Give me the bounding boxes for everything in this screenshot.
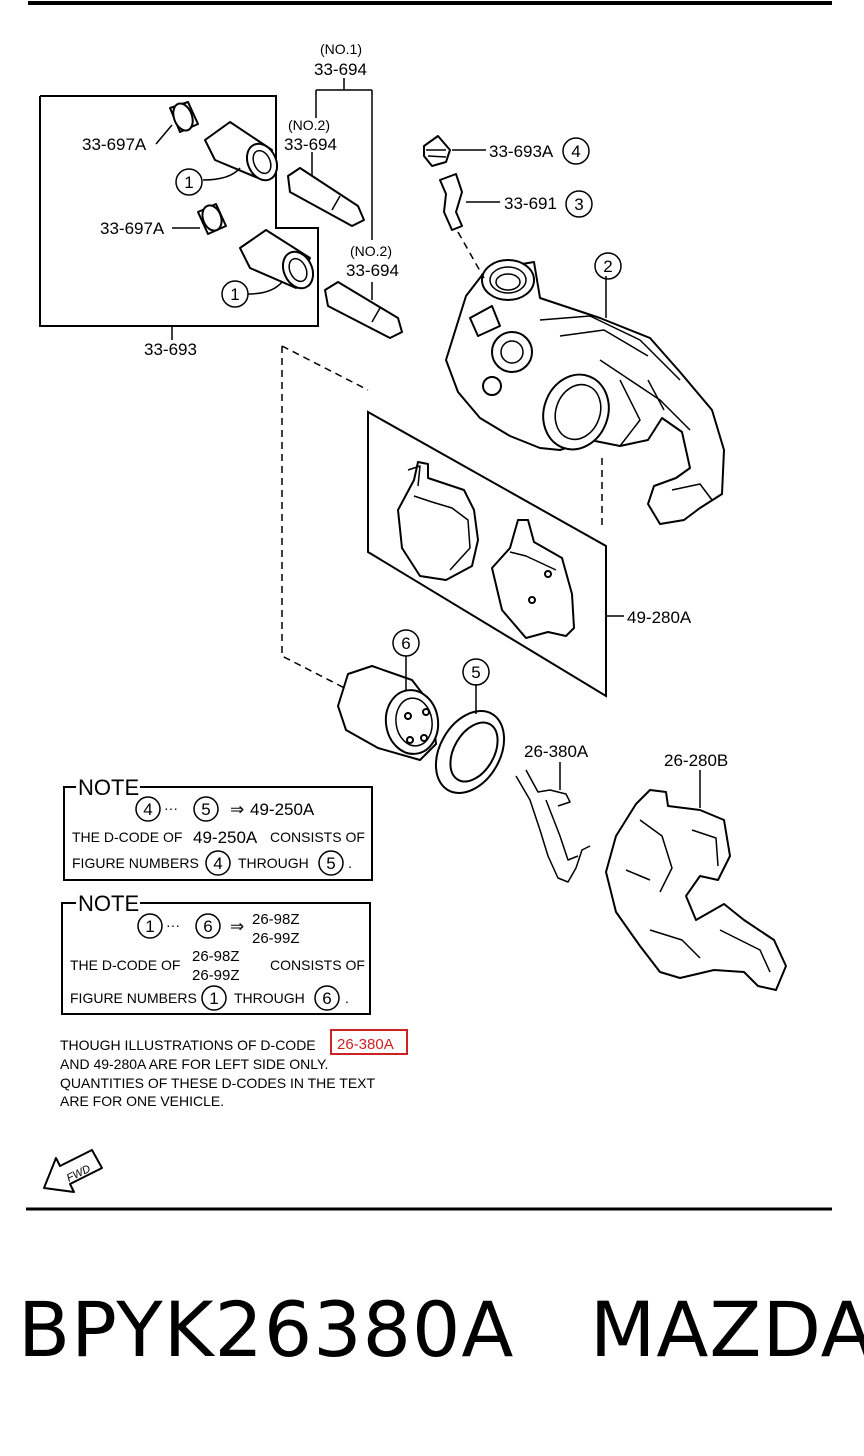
note2-line2-to: 6 <box>322 989 331 1008</box>
label-33-693A: 33-693A <box>489 142 554 161</box>
note2-line2a: FIGURE NUMBERS <box>70 990 197 1006</box>
note1-line2-to: 5 <box>326 854 335 873</box>
note2-line1a: THE D-CODE OF <box>70 957 180 973</box>
label-no2-b: (NO.2) <box>350 243 392 259</box>
label-no2-a: (NO.2) <box>288 117 330 133</box>
highlight-box <box>330 1029 408 1055</box>
note1-line2-from: 4 <box>213 854 222 873</box>
callout-circle-3 <box>565 190 593 218</box>
label-33-694-no1: 33-694 <box>314 60 367 79</box>
caliper-body <box>445 259 725 525</box>
bleeder-screw-33-691 <box>439 173 463 231</box>
callout-circle-4 <box>562 137 590 165</box>
kit-box-outline <box>39 95 319 327</box>
callout-circle-5 <box>462 658 490 686</box>
label-33-697A-bottom: 33-697A <box>100 219 165 238</box>
callout-circle-6 <box>392 629 420 657</box>
note2-line2b: THROUGH <box>234 990 305 1006</box>
caption: BPYK26380A MAZDA <box>18 1292 864 1368</box>
note1-from: 4 <box>143 800 152 819</box>
note1-line1c: CONSISTS OF <box>270 829 365 845</box>
label-33-694-no2-a: 33-694 <box>284 135 337 154</box>
caption-brand: MAZDA <box>589 1285 864 1374</box>
guide-pin-no2-b <box>324 281 403 339</box>
brake-pad-outer <box>491 519 575 639</box>
callout-5: 5 <box>471 663 480 682</box>
note2-line1d: CONSISTS OF <box>270 957 365 973</box>
note1-line1b: 49-250A <box>193 828 258 847</box>
note2-line1b: 26-98Z <box>192 948 240 965</box>
footnote-line2: AND 49-280A ARE FOR LEFT SIDE ONLY. <box>60 1056 328 1072</box>
note2-to: 6 <box>203 917 212 936</box>
label-no1: (NO.1) <box>320 41 362 57</box>
piston-seal <box>434 710 506 794</box>
callout-1-bottom: 1 <box>230 285 239 304</box>
label-33-691: 33-691 <box>504 194 557 213</box>
note-box-1: NOTE 4 ··· 5 ⇒ 49-250A THE D-CODE OF 49-… <box>63 775 373 881</box>
note2-line2c: . <box>345 990 349 1006</box>
anti-rattle-spring-26-380A <box>515 769 591 883</box>
boot-33-697A-bottom <box>197 203 227 235</box>
brake-pad-inner <box>397 461 479 581</box>
footnote-line1a: THOUGH ILLUSTRATIONS OF D-CODE <box>60 1037 316 1053</box>
note1-line2b: THROUGH <box>238 855 309 871</box>
note1-title: NOTE <box>78 775 139 800</box>
note-box-2: NOTE 1 ··· 6 ⇒ 26-98Z 26-99Z THE D-CODE … <box>61 891 371 1015</box>
callout-1-top: 1 <box>184 173 193 192</box>
sleeve-1-top <box>204 121 279 182</box>
callout-circle-2 <box>594 252 622 280</box>
note2-code1: 26-98Z <box>252 911 300 928</box>
note1-line2c: . <box>348 855 352 871</box>
note2-from: 1 <box>145 917 154 936</box>
note1-to: 5 <box>201 800 210 819</box>
note2-dots: ··· <box>166 917 180 933</box>
caption-part-number: BPYK26380A <box>18 1285 515 1374</box>
callout-2: 2 <box>603 257 612 276</box>
callout-4: 4 <box>571 142 580 161</box>
label-26-380A: 26-380A <box>524 742 589 761</box>
callout-circle-1-top <box>175 168 203 196</box>
callout-circle-1-bottom <box>221 280 249 308</box>
sleeve-1-bottom <box>239 229 315 290</box>
note1-line1a: THE D-CODE OF <box>72 829 182 845</box>
callout-3: 3 <box>574 195 583 214</box>
pad-kit-box <box>367 410 607 698</box>
label-49-280A: 49-280A <box>627 608 692 627</box>
fwd-arrow-icon: FWD <box>43 1149 103 1193</box>
label-26-280B: 26-280B <box>664 751 728 770</box>
footnote-line4: ARE FOR ONE VEHICLE. <box>60 1093 224 1109</box>
label-33-694-no2-b: 33-694 <box>346 261 399 280</box>
dust-cap-33-693A <box>423 135 451 167</box>
footnote-highlight-code: 26-380A <box>337 1036 394 1053</box>
note1-code: 49-250A <box>250 800 315 819</box>
caliper-bracket-26-280B <box>605 789 787 991</box>
note2-code2: 26-99Z <box>252 930 300 947</box>
note2-line2-from: 1 <box>209 989 218 1008</box>
note2-title: NOTE <box>78 891 139 916</box>
label-33-697A-top: 33-697A <box>82 135 147 154</box>
piston <box>337 665 440 761</box>
guide-pin-no2-a <box>287 167 365 227</box>
note1-line2a: FIGURE NUMBERS <box>72 855 199 871</box>
boot-33-697A-top <box>169 101 199 133</box>
note1-arrow: ⇒ <box>230 800 244 819</box>
note2-arrow: ⇒ <box>230 917 244 936</box>
note1-dots: ··· <box>164 800 178 816</box>
label-33-693: 33-693 <box>144 340 197 359</box>
callout-6: 6 <box>401 634 410 653</box>
note2-line1c: 26-99Z <box>192 967 240 984</box>
footnote-line3: QUANTITIES OF THESE D-CODES IN THE TEXT <box>60 1075 375 1091</box>
